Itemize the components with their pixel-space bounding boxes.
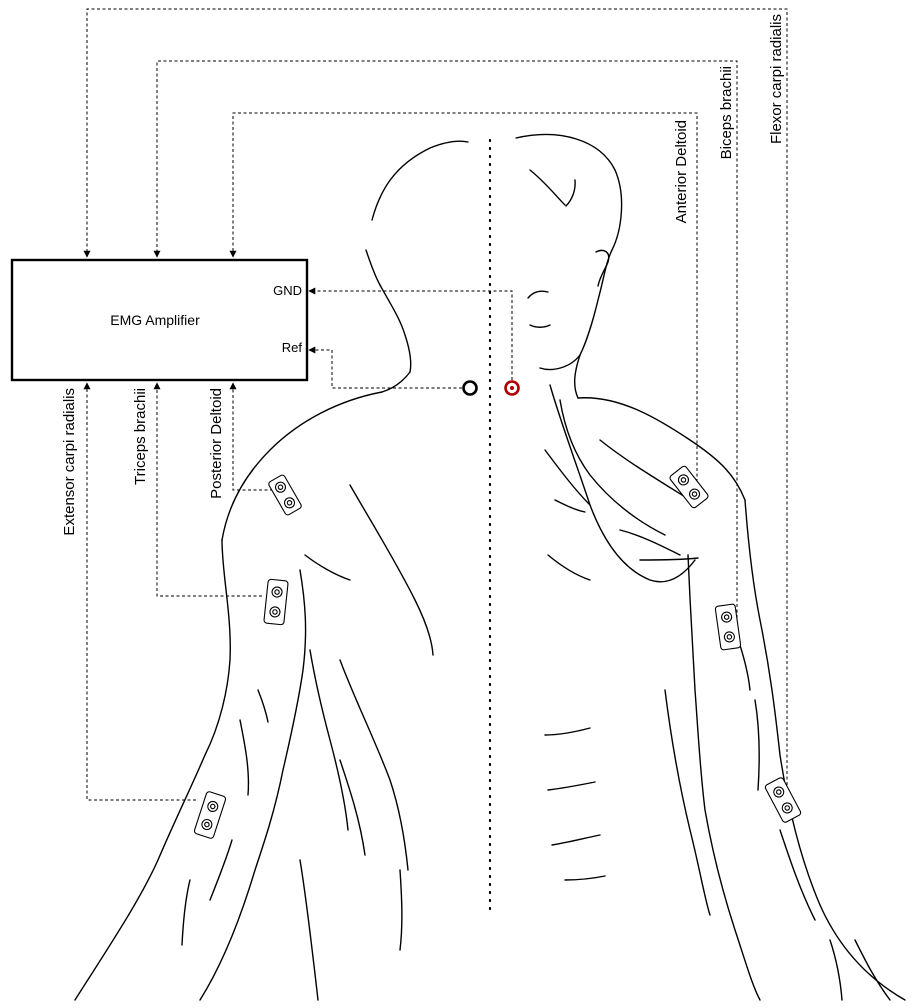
label-triceps-brachii: Triceps brachii — [132, 388, 149, 485]
label-flexor-carpi-radialis: Flexor carpi radialis — [768, 14, 785, 144]
electrode-pad-extensor-carpi-radialis — [194, 791, 227, 839]
wire-posterior-deltoid — [233, 383, 273, 490]
emg-amplifier-box: EMG Amplifier GND Ref — [12, 260, 307, 380]
ground-electrode — [506, 382, 519, 395]
label-posterior-deltoid: Posterior Deltoid — [208, 388, 225, 499]
wire-reference — [309, 350, 462, 388]
label-anterior-deltoid: Anterior Deltoid — [673, 120, 690, 223]
electrode-pad-anterior-deltoid — [669, 465, 709, 509]
ref-label: Ref — [282, 340, 303, 355]
label-biceps-brachii: Biceps brachii — [718, 66, 735, 159]
gnd-label: GND — [273, 283, 302, 298]
label-extensor-carpi-radialis: Extensor carpi radialis — [61, 388, 78, 536]
electrode-pad-flexor-carpi-radialis — [764, 777, 801, 823]
amplifier-label: EMG Amplifier — [110, 312, 200, 328]
electrode-pad-triceps-brachii — [264, 579, 288, 625]
reference-electrode — [464, 382, 477, 395]
electrode-pad-posterior-deltoid — [268, 474, 303, 516]
